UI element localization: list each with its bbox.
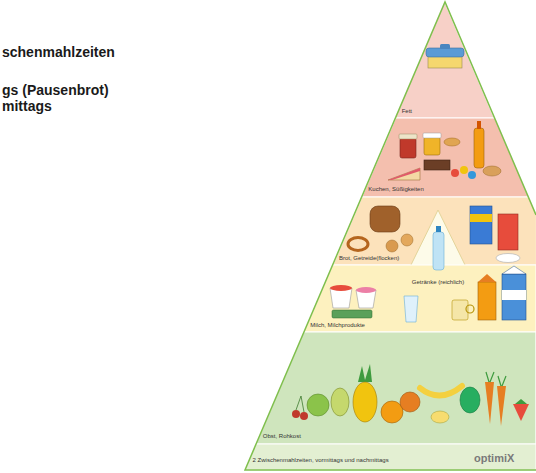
fruit-vegetables-part xyxy=(296,396,304,412)
fruit-vegetables-part xyxy=(307,394,329,416)
bread-cereals-part xyxy=(498,214,518,250)
bread-cereals xyxy=(348,206,520,263)
food-band: Fett xyxy=(395,2,494,118)
sweets-part xyxy=(477,121,481,129)
bread-cereals-part xyxy=(348,238,368,251)
dairy-part xyxy=(330,285,352,291)
butter-dish-part xyxy=(426,48,464,57)
fruit-vegetables-part xyxy=(513,404,529,421)
fruit-vegetables-part xyxy=(460,387,480,413)
fruit-vegetables-part xyxy=(400,392,420,412)
fruit-vegetables xyxy=(292,364,529,426)
band-shape xyxy=(304,265,536,332)
sweets-part xyxy=(388,168,420,180)
fruit-vegetables-part xyxy=(431,411,449,423)
bread-cereals-part xyxy=(470,214,492,222)
sweets-part xyxy=(424,160,450,170)
sweets-part xyxy=(460,166,468,174)
band-shape xyxy=(362,118,529,197)
pyramid-outline xyxy=(245,2,536,470)
drinks xyxy=(404,226,474,322)
food-band: Milch, Milchprodukte xyxy=(304,265,536,332)
dairy-part xyxy=(330,288,352,308)
dairy-part xyxy=(356,287,376,293)
drinks-part xyxy=(404,296,418,322)
fruit-vegetables-part xyxy=(485,382,494,424)
sweets-part xyxy=(423,133,441,138)
bread-cereals-part xyxy=(401,234,413,246)
fruit-vegetables-part xyxy=(300,412,308,420)
side-note: gs (Pausenbrot) xyxy=(2,83,109,98)
dairy-part xyxy=(356,290,376,308)
sweets-part xyxy=(424,137,440,155)
bread-cereals-part xyxy=(496,254,520,263)
side-note: mittags xyxy=(2,99,52,114)
band-shape xyxy=(256,332,536,444)
band-fill xyxy=(395,2,494,118)
drinks-part xyxy=(466,305,474,313)
butter-dish xyxy=(426,44,464,68)
band-fill xyxy=(362,118,529,197)
sweets-part xyxy=(388,168,420,180)
drinks-part xyxy=(433,232,444,270)
band-label: Kuchen, Süßigkeiten xyxy=(368,186,423,193)
brand-logo: optimiX xyxy=(474,452,514,464)
bread-cereals-part xyxy=(370,206,400,232)
food-band: Kuchen, Süßigkeiten xyxy=(362,118,529,197)
food-band: Obst, Rohkost xyxy=(256,332,536,444)
sweets-part xyxy=(451,169,459,177)
bread-cereals-part xyxy=(386,240,398,252)
fruit-vegetables-part xyxy=(420,386,462,396)
dairy-part xyxy=(502,266,526,274)
dairy-part xyxy=(502,290,526,300)
sweets xyxy=(388,121,501,180)
band-label: 2 Zwischenmahlzeiten, vormittags und nac… xyxy=(253,457,389,464)
fruit-vegetables-part xyxy=(515,399,527,404)
fruit-vegetables-part xyxy=(292,410,300,418)
side-note: schenmahlzeiten xyxy=(2,45,115,60)
fruit-vegetables-part xyxy=(358,364,372,382)
fruit-vegetables-part xyxy=(331,388,349,416)
fruit-vegetables-part xyxy=(486,372,506,386)
drinks-part xyxy=(452,300,468,320)
band-label: Brot, Getreide(flocken) xyxy=(339,255,399,262)
sweets-part xyxy=(474,128,484,168)
sweets-part xyxy=(399,134,417,139)
band-fill xyxy=(256,332,536,444)
dairy-part xyxy=(478,274,496,282)
band-label: Obst, Rohkost xyxy=(263,433,301,440)
band-fill xyxy=(245,444,536,470)
butter-dish-part xyxy=(440,44,450,49)
dairy-part xyxy=(478,282,496,320)
dairy xyxy=(330,266,526,320)
sweets-part xyxy=(400,138,416,158)
sweets-part xyxy=(468,171,476,179)
band-label: Getränke (reichlich) xyxy=(412,279,464,286)
dairy-part xyxy=(332,310,372,318)
band-label: Fett xyxy=(402,108,412,115)
fruit-vegetables-part xyxy=(353,382,377,422)
dairy-part xyxy=(502,274,526,320)
band-fill xyxy=(304,265,536,332)
band-shape xyxy=(395,2,494,118)
butter-dish-part xyxy=(428,56,462,68)
drinks-part xyxy=(436,226,441,232)
bread-cereals-part xyxy=(470,206,492,244)
sweets-part xyxy=(483,166,501,176)
sweets-part xyxy=(444,138,460,146)
fruit-vegetables-part xyxy=(497,386,506,426)
fruit-vegetables-part xyxy=(381,401,403,423)
band-label: Milch, Milchprodukte xyxy=(310,322,365,329)
